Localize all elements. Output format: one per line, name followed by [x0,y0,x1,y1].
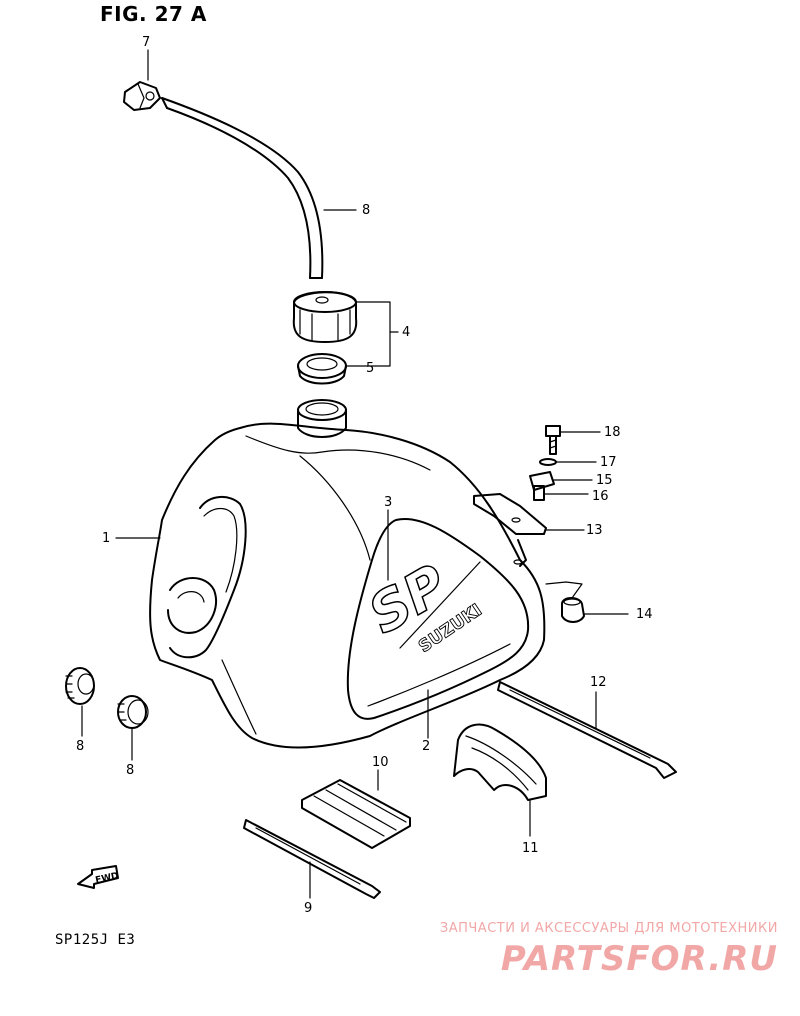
callout-12: 12 [590,675,607,690]
part-6-hose-clip [123,81,161,111]
callout-2: 2 [422,739,431,754]
part-15-cushion [529,471,555,491]
part-9-strap [243,819,381,899]
callout-7: 8 [362,203,371,218]
callout-17: 17 [600,455,617,470]
figure-title: FIG. 27 A [100,2,207,26]
callout-10: 10 [372,755,389,770]
callout-4: 4 [402,325,411,340]
part-12-strap [497,681,677,779]
callout-16: 16 [592,489,609,504]
callout-8-right: 8 [126,763,135,778]
part-14-grommet [561,597,585,623]
part-16-collar [533,485,545,501]
callout-8-left: 8 [76,739,85,754]
callout-lines-4-5 [345,301,399,367]
callout-18: 18 [604,425,621,440]
part-3-tank-emblem: SP SUZUKI [358,552,487,658]
callout-6: 7 [142,35,151,50]
part-8-cap-left [65,667,95,705]
part-5-cap-gasket [297,353,347,385]
fwd-arrow: FWD [77,865,120,889]
callout-3: 3 [384,495,393,510]
callout-13: 13 [586,523,603,538]
part-4-fuel-cap [292,291,358,343]
part-1-fuel-tank [149,399,546,749]
watermark-logo: PARTSFOR.RU [500,939,778,979]
callout-11: 11 [522,841,539,856]
part-7-breather-hose [161,97,324,279]
callout-9: 9 [304,901,313,916]
watermark-tagline: ЗАПЧАСТИ И АКСЕССУАРЫ ДЛЯ МОТОТЕХНИКИ [439,921,778,936]
callout-14: 14 [636,607,653,622]
part-18-bolt [545,425,561,455]
leader-lines [81,49,629,899]
part-17-washer [539,458,557,466]
callout-15: 15 [596,473,613,488]
fwd-label: FWD [94,871,119,886]
part-11-tank-cushion [453,723,547,801]
part-8-cap-right [117,695,149,729]
part-10-cushion-pad [301,779,411,849]
part-13-bracket [473,493,547,535]
callout-1: 1 [102,531,111,546]
model-code: SP125J E3 [55,932,136,948]
callout-5: 5 [366,361,375,376]
